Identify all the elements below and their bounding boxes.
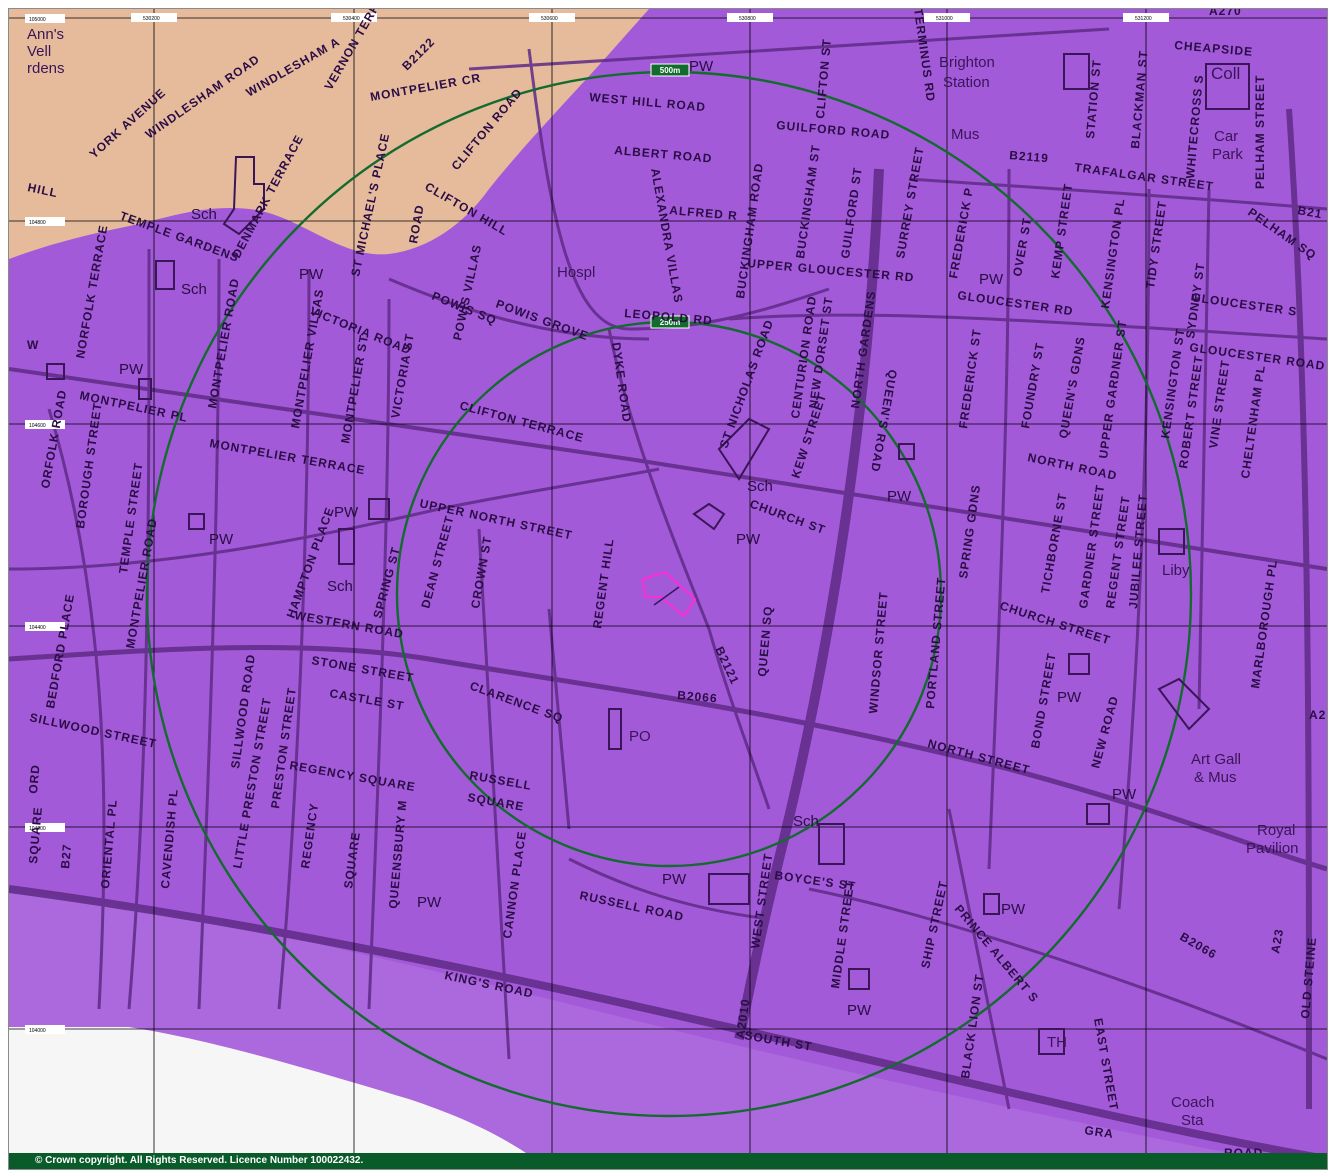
svg-text:HILL: HILL — [26, 180, 59, 200]
svg-text:A23: A23 — [1268, 927, 1286, 954]
ring-500m-tag — [650, 63, 690, 77]
svg-text:PW: PW — [119, 361, 144, 378]
label-pavilion: Pavilion — [1246, 840, 1299, 857]
label-coll: Coll — [1211, 64, 1240, 83]
svg-text:PW: PW — [1112, 786, 1137, 803]
label-brighton: Brighton — [939, 54, 995, 71]
label-art-gall: Art Gall — [1191, 751, 1241, 768]
svg-text:Sch: Sch — [181, 281, 207, 298]
easting-label: 530400 — [343, 16, 360, 22]
svg-text:PW: PW — [334, 504, 359, 521]
copyright-footer: © Crown copyright. All Rights Reserved. … — [9, 1153, 1327, 1169]
label-royal: Royal — [1257, 822, 1295, 839]
svg-text:PW: PW — [736, 531, 761, 548]
northing-label: 104800 — [29, 220, 46, 226]
easting-label: 530800 — [739, 16, 756, 22]
ring-250m-label: 250m — [660, 318, 680, 327]
svg-text:PW: PW — [662, 871, 687, 888]
easting-labels: 530200 530400 530600 530800 531000 53120… — [131, 13, 1169, 22]
svg-text:PW: PW — [847, 1002, 872, 1019]
svg-text:QUEEN SQ: QUEEN SQ — [755, 605, 775, 677]
label-liby: Liby — [1162, 562, 1190, 579]
label-park: Park — [1212, 146, 1243, 163]
map-frame: 530200 530400 530600 530800 531000 53120… — [8, 8, 1328, 1170]
label-ann: Ann's — [27, 26, 64, 43]
svg-text:PW: PW — [689, 58, 714, 75]
grid-lines — [9, 9, 1327, 1154]
svg-text:Sch: Sch — [747, 478, 773, 495]
svg-text:ORD: ORD — [26, 763, 43, 794]
svg-text:SQUARE: SQUARE — [26, 806, 45, 864]
northing-label: 105000 — [29, 17, 46, 23]
svg-text:B27: B27 — [58, 843, 74, 869]
svg-text:CHEAPSIDE: CHEAPSIDE — [1174, 38, 1254, 59]
easting-label: 531000 — [936, 16, 953, 22]
easting-label: 531200 — [1135, 16, 1152, 22]
ring-500m-label: 500m — [660, 66, 680, 75]
road-network — [9, 27, 1327, 1163]
svg-text:ALFRED R: ALFRED R — [669, 203, 739, 223]
svg-text:W: W — [27, 338, 39, 352]
svg-text:CLIFTON ST: CLIFTON ST — [813, 38, 834, 119]
svg-text:PW: PW — [417, 894, 442, 911]
svg-text:PW: PW — [1001, 901, 1026, 918]
label-coach: Coach — [1171, 1094, 1214, 1111]
poi-labels: PW Sch PW Sch PW PW PW Sch Sch PW PW PW … — [119, 58, 1137, 1019]
label-station: Station — [943, 74, 990, 91]
tan-zone — [9, 9, 649, 259]
svg-text:A270: A270 — [1209, 9, 1242, 18]
easting-label: 530600 — [541, 16, 558, 22]
svg-text:PW: PW — [887, 488, 912, 505]
site-outline[interactable] — [641, 570, 697, 618]
map-canvas[interactable]: 530200 530400 530600 530800 531000 53120… — [9, 9, 1327, 1169]
svg-text:A2010: A2010 — [733, 997, 752, 1039]
sea-area — [9, 1027, 549, 1169]
northing-labels: 105000 104800 104600 104400 104200 10400… — [25, 14, 65, 1034]
copyright-text: © Crown copyright. All Rights Reserved. … — [35, 1155, 364, 1166]
svg-text:PW: PW — [299, 266, 324, 283]
northing-label: 104400 — [29, 625, 46, 631]
svg-text:Sch: Sch — [191, 206, 217, 223]
label-hospl: Hospl — [557, 264, 595, 281]
svg-text:ROAD: ROAD — [406, 203, 427, 244]
easting-label: 530200 — [143, 16, 160, 22]
svg-text:Sch: Sch — [793, 813, 819, 830]
svg-text:PW: PW — [209, 531, 234, 548]
svg-text:GRA: GRA — [1084, 1123, 1115, 1141]
northing-label: 104200 — [29, 826, 46, 832]
svg-text:Sch: Sch — [327, 578, 353, 595]
label-car: Car — [1214, 128, 1238, 145]
svg-text:STATION ST: STATION ST — [1083, 59, 1104, 139]
svg-text:B21: B21 — [1296, 203, 1323, 221]
northing-label: 104600 — [29, 423, 46, 429]
label-well: Vell — [27, 43, 51, 60]
label-gardens: rdens — [27, 60, 65, 77]
svg-text:A2: A2 — [1309, 708, 1326, 722]
svg-text:PW: PW — [979, 271, 1004, 288]
label-po: PO — [629, 728, 651, 745]
svg-text:PW: PW — [1057, 689, 1082, 706]
label-mus: Mus — [951, 126, 979, 143]
svg-text:PELHAM STREET: PELHAM STREET — [1253, 75, 1267, 189]
label-and-mus: & Mus — [1194, 769, 1237, 786]
label-sta: Sta — [1181, 1112, 1204, 1129]
svg-text:B2119: B2119 — [1009, 148, 1050, 165]
buildings — [46, 53, 1250, 1055]
northing-label: 104000 — [29, 1028, 46, 1034]
ring-250m-tag — [650, 315, 690, 329]
svg-text:B2066: B2066 — [677, 688, 718, 705]
place-labels: Ann's Vell rdens Brighton Station Coll C… — [27, 26, 1299, 1129]
site-cross — [653, 586, 680, 606]
label-th: TH — [1047, 1034, 1067, 1051]
